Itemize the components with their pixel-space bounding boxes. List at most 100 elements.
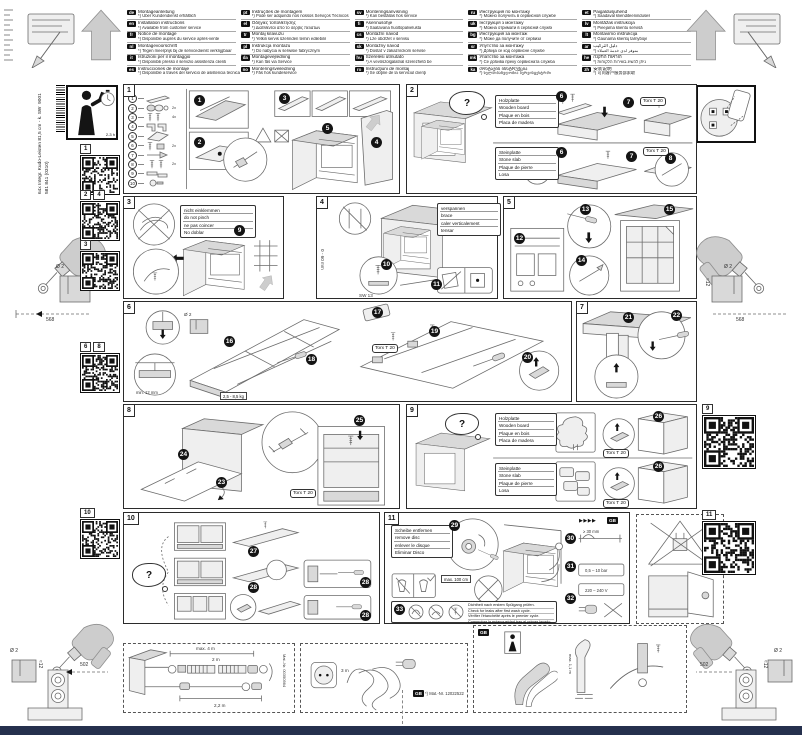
qr-step-tag: 8 bbox=[93, 342, 104, 352]
remove-disc-label: Scheibe entfernenremove discenlever le d… bbox=[391, 525, 453, 558]
step-badge: 11 bbox=[431, 279, 442, 290]
drill-distance: 502 bbox=[700, 662, 708, 668]
language-code-badge: no bbox=[241, 67, 250, 73]
fold-mark bbox=[402, 690, 403, 724]
panel-1-parts: 1 122x34x4562x782x910 1 2 3 5 4 bbox=[123, 84, 400, 194]
torx-label: Torx T 20 bbox=[290, 489, 316, 498]
language-code-badge: mk bbox=[468, 55, 477, 61]
step-badge: 14 bbox=[576, 255, 587, 266]
language-entry: nlMontagevoorschrift*) Tegen meerprijs b… bbox=[127, 43, 236, 54]
step-badge: 23 bbox=[216, 477, 227, 488]
hose-length-a: 2 m bbox=[212, 657, 220, 662]
step-badge: 29 bbox=[449, 520, 460, 531]
step-badge: 19 bbox=[429, 326, 440, 337]
language-entry: ukІнструкція з монтажу*) Можна отримати … bbox=[468, 20, 577, 31]
gb-tag: GB bbox=[478, 629, 489, 636]
drill-diameter: Ø 2 bbox=[774, 648, 782, 654]
language-entry: enInstallation instructions*) Available … bbox=[127, 20, 236, 31]
parts-list: 122x34x4562x782x910 bbox=[128, 94, 184, 188]
language-entry: elΟδηγίες τοποθέτησης*) Διατίθενται από … bbox=[241, 20, 350, 31]
qr-code bbox=[80, 155, 120, 195]
phone-scan-icon bbox=[698, 87, 754, 141]
language-entry: svMonteringsanvisning*) Kan beställas ho… bbox=[355, 9, 464, 20]
language-entry: lvMontāžas instrukcija*) Pieejama klient… bbox=[582, 20, 691, 31]
panel-number: 9 bbox=[406, 404, 418, 417]
language-code-badge: el bbox=[241, 21, 250, 27]
hose-extension-illustration bbox=[124, 644, 294, 712]
language-code-badge: ka bbox=[468, 67, 477, 73]
language-entry: esInstrucciones de montaje*) Disponible … bbox=[127, 66, 236, 76]
drill-depth: ≈12 bbox=[762, 660, 768, 668]
language-entry: zh安装说明*) 可向客户服务部索取 bbox=[582, 66, 691, 76]
step-badge: 26 bbox=[653, 461, 664, 472]
arrow-up-icon bbox=[80, 8, 122, 62]
torx-label: Torx T 20 bbox=[372, 344, 398, 353]
step-badge: 32 bbox=[565, 593, 576, 604]
qr-code-block: 3 bbox=[80, 240, 120, 291]
language-entry: skMontážny návod*) Dostať v zákazníckom … bbox=[355, 43, 464, 54]
panel-8-door-mount: 8 23 24 25 Torx T 20 bbox=[123, 404, 400, 509]
part-icon bbox=[145, 177, 171, 189]
step-badge: 17 bbox=[372, 307, 383, 318]
panel-number: 8 bbox=[123, 404, 135, 417]
language-entry: ptInstruções de montagem*) Pode ser adqu… bbox=[241, 9, 350, 20]
step-badge: 16 bbox=[224, 336, 235, 347]
language-entry: heהוראות התקנה*) ניתן להשיג בשירות הלקוח… bbox=[582, 55, 691, 66]
qr-code bbox=[80, 353, 120, 393]
drill-depth: ≈12 bbox=[704, 278, 710, 286]
step-badge: 7 bbox=[626, 151, 637, 162]
door-weight-range: 2,5 - 8,5 kg bbox=[220, 392, 247, 400]
gb-arrows: ▶▶▶▶ bbox=[579, 518, 596, 524]
qr-code bbox=[80, 519, 120, 559]
pencil-notes-icon bbox=[22, 12, 76, 68]
qr-step-tag: 3 bbox=[80, 240, 91, 250]
max-drain-height: max. 100 cm bbox=[441, 575, 471, 583]
fold-ruler-marks bbox=[2, 8, 16, 64]
qr-step-tag: 9 bbox=[702, 404, 713, 414]
drill-diameter: Ø 2 bbox=[56, 264, 64, 270]
language-entry: noMonteringsveiledning*) Fås hos kundese… bbox=[241, 66, 350, 76]
language-entry: trMontaj kılavuzu*) Yetkili servis üzeri… bbox=[241, 32, 350, 43]
language-entry: etPaigaldusjuhend*) Saadaval klienditeen… bbox=[582, 9, 691, 20]
language-list: deMontageanleitung*) Über Kundendienst e… bbox=[127, 9, 691, 79]
qr-step-tag: 1 bbox=[80, 144, 91, 154]
language-code-badge: sv bbox=[355, 10, 364, 16]
language-entry: frNotice de montage*) Disponible auprès … bbox=[127, 32, 236, 43]
step-badge: 10 bbox=[381, 259, 392, 270]
panel-number: 7 bbox=[576, 301, 588, 314]
qr-step-tag: 6 bbox=[80, 342, 91, 352]
language-entry: daMontagevejledning*) Kan fås via Servic… bbox=[241, 55, 350, 66]
language-code-badge: zh bbox=[582, 67, 591, 73]
step-badge: 18 bbox=[306, 354, 317, 365]
hose-extension-box: max. 4 m 2 m 2,2 m Mat.-Nr. 00350564 bbox=[123, 643, 295, 713]
language-code-badge: bg bbox=[468, 32, 477, 38]
panel-number: 2 bbox=[406, 84, 418, 97]
material-label-wood: HolzplatteWooden boardPlaque en boisPlac… bbox=[495, 95, 559, 128]
step-badge: 7 bbox=[623, 97, 634, 108]
language-entry: srУпутство за монтажу*) Добија се код се… bbox=[468, 43, 577, 54]
panel-4-leveling: 4 verspannenbracecaler verticalementtens… bbox=[316, 196, 498, 299]
qr-code bbox=[80, 201, 120, 241]
language-code-badge: nl bbox=[127, 44, 136, 50]
qr-code-block: 9 bbox=[702, 404, 756, 469]
height-range: 0 - 60 mm bbox=[320, 249, 325, 270]
step-badge: 5 bbox=[322, 123, 333, 134]
voltage: 220 – 240 V bbox=[585, 588, 608, 593]
language-code-badge: ar bbox=[582, 44, 591, 50]
step-badge: 31 bbox=[565, 561, 576, 572]
leak-check-text: Dichtheit nach erstem Spülgang prüfen.Ch… bbox=[468, 603, 554, 624]
qr-step-tag: 10 bbox=[80, 508, 95, 518]
cord-length: 3 m bbox=[341, 668, 349, 673]
panel-min-thickness: min. 12 mm bbox=[136, 390, 158, 395]
panel-10-plinth: 10 ? 27 28 28 28 bbox=[123, 512, 380, 624]
panel-7-door-hang: 7 21 22 bbox=[576, 301, 697, 402]
language-code-badge: pl bbox=[241, 44, 250, 50]
torx-label: Torx T 20 bbox=[603, 449, 629, 458]
drill-diameter: Ø 2 bbox=[724, 264, 732, 270]
language-code-badge: et bbox=[582, 10, 591, 16]
language-entry: kaმონტაჟის ინსტრუქცია*) ხელმისაწვდომია ს… bbox=[468, 66, 577, 76]
language-code-badge: tr bbox=[241, 32, 250, 38]
panel-6-door-prep: 6 min. 12 mm Ø 2 2,5 - 8,5 kg Torx bbox=[123, 301, 572, 402]
step-badge: 20 bbox=[522, 352, 533, 363]
